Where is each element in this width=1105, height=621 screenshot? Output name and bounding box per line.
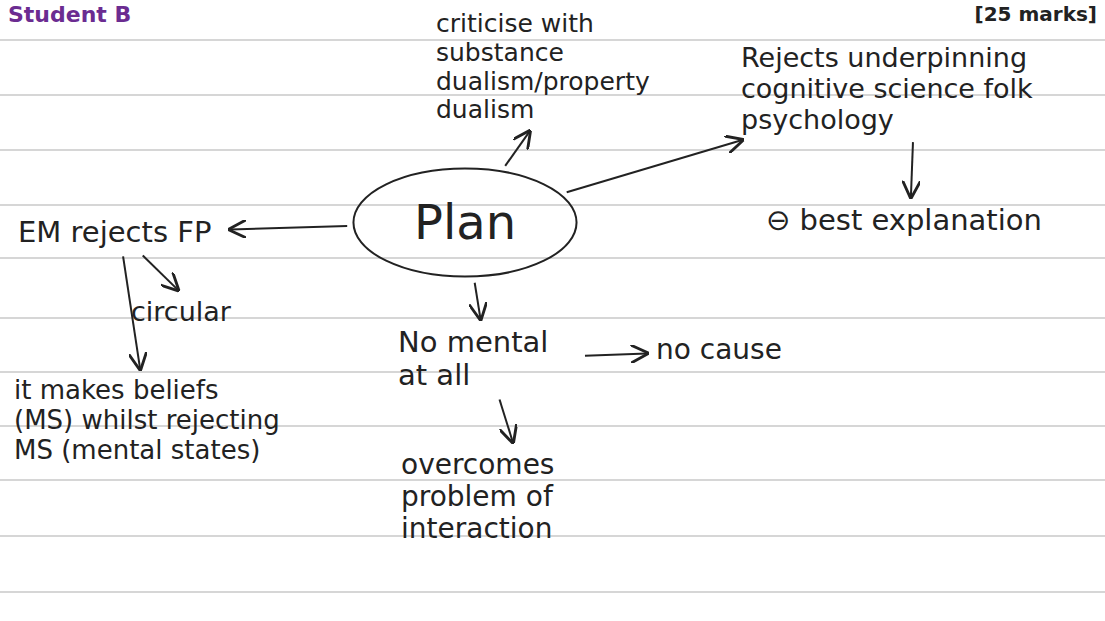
node-text: Rejects underpinning cognitive science f… — [741, 42, 1089, 135]
arrow-connector — [500, 400, 513, 443]
arrow-connector — [143, 255, 178, 289]
note-text: criticise with substance dualism/propert… — [430, 6, 720, 129]
arrow-connector — [567, 140, 743, 192]
arrow-connector — [585, 353, 647, 355]
node-text: No mental at all — [398, 326, 576, 393]
plan-ellipse: Plan — [350, 165, 580, 280]
arrow-connector — [911, 142, 913, 197]
arrow-connector — [505, 131, 529, 165]
note-text: EM rejects FP — [12, 212, 227, 253]
node-text: ⊖ best explanation — [766, 204, 1054, 237]
note-text: it makes beliefs (MS) whilst rejecting M… — [8, 372, 288, 470]
page-title: Student B — [8, 2, 131, 27]
node-text: overcomes problem of interaction — [401, 449, 659, 546]
node-text: criticise with substance dualism/propert… — [436, 10, 714, 125]
node-text: it makes beliefs (MS) whilst rejecting M… — [14, 376, 282, 466]
arrow-connector — [475, 283, 481, 319]
note-text: ⊖ best explanation — [760, 200, 1060, 241]
node-text: circular — [131, 296, 269, 327]
node-text: no cause — [656, 334, 814, 366]
arrow-connector — [230, 226, 347, 229]
note-text: No mental at all — [392, 322, 582, 397]
node-text: Plan — [414, 195, 516, 250]
node-text: EM rejects FP — [18, 216, 221, 249]
note-text: circular — [125, 292, 275, 331]
note-text: no cause — [650, 330, 820, 370]
marks-label: [25 marks] — [975, 2, 1097, 26]
note-text: Rejects underpinning cognitive science f… — [735, 38, 1095, 139]
note-text: overcomes problem of interaction — [395, 445, 665, 550]
